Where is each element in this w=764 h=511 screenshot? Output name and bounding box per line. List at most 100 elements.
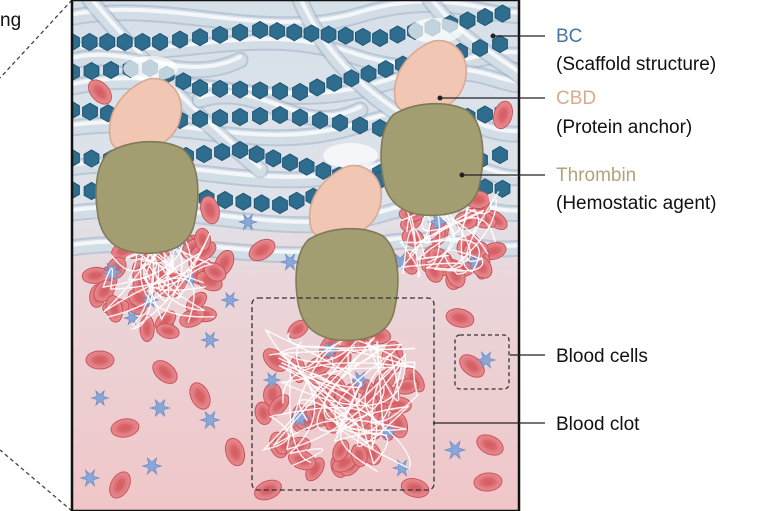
bc-hexagon — [288, 191, 305, 210]
red-blood-cell — [473, 472, 503, 492]
bc-hexagon — [292, 108, 308, 127]
bc-hexagon — [377, 60, 394, 79]
bc-hexagon — [212, 79, 228, 98]
red-blood-cell — [152, 360, 178, 384]
bc-hexagon — [72, 100, 80, 120]
bc-hexagon — [315, 161, 332, 180]
bc-hexagon — [292, 82, 308, 102]
bc-hexagon — [192, 78, 208, 98]
bc-hexagon — [72, 62, 80, 82]
platelet — [199, 410, 221, 430]
bc-hexagon — [212, 25, 228, 44]
platelet — [279, 253, 301, 271]
bc-hexagon — [72, 180, 80, 200]
fibrin-thread — [102, 232, 184, 302]
fibrin-thread — [279, 341, 406, 428]
red-blood-cell — [224, 437, 246, 467]
binding-glow — [408, 18, 463, 44]
platelet — [141, 456, 163, 476]
thrombin-role-label: (Hemostatic agent) — [556, 193, 717, 214]
leader-lines — [433, 35, 545, 424]
bc-hexagon — [459, 11, 476, 30]
blood-cells-box — [454, 334, 510, 390]
bc-hexagon — [492, 34, 508, 54]
bc-role-label: (Scaffold structure) — [556, 54, 716, 75]
bc-hexagon — [477, 105, 493, 124]
fibrin-thread — [290, 341, 411, 470]
cbd-thrombin-proteins — [95, 18, 484, 342]
bc-hexagon — [303, 24, 320, 43]
platelet — [443, 440, 467, 460]
platelet — [200, 331, 220, 349]
fibrin-thread — [406, 207, 485, 264]
fibrin-thread — [277, 345, 416, 467]
bc-hexagon — [282, 153, 298, 172]
bc-hexagon — [309, 78, 325, 97]
fibrin-thread — [402, 227, 484, 275]
bc-hexagon — [477, 7, 493, 27]
red-blood-cell — [268, 394, 290, 417]
red-blood-cell — [85, 350, 115, 370]
bc-hexagon — [103, 60, 119, 80]
bc-hexagon — [472, 38, 488, 58]
red-blood-cell — [81, 266, 109, 284]
bc-hexagon — [134, 32, 151, 52]
binding-glow — [323, 143, 378, 169]
red-blood-cell — [200, 195, 220, 225]
corner-label: ng — [0, 10, 21, 31]
bc-hexagon — [492, 145, 508, 165]
red-blood-cell — [476, 434, 504, 456]
bc-hexagon — [214, 142, 230, 162]
bc-hexagon — [352, 116, 368, 135]
fibrin-thread — [269, 336, 416, 432]
bc-hexagon — [494, 4, 511, 23]
thrombin-name-label: Thrombin — [556, 165, 636, 186]
bc-hexagon — [235, 192, 252, 211]
bc-hexagon — [172, 30, 188, 49]
bc-hexagon — [389, 25, 406, 44]
bc-hexagon — [175, 72, 192, 91]
bc-hexagon — [265, 149, 282, 168]
bc-hexagon — [99, 32, 116, 52]
bc-hexagon — [312, 111, 328, 130]
red-blood-cell — [109, 471, 131, 499]
bc-hexagon — [252, 81, 268, 100]
cbd-thrombin-complex — [380, 18, 484, 217]
bc-hexagon — [192, 28, 208, 47]
bc-hexagon — [252, 20, 268, 40]
blood-clot-label: Blood clot — [556, 414, 640, 435]
bc-hexagon — [83, 61, 100, 81]
bc-hexagon — [326, 73, 343, 92]
panel-frame — [70, 0, 521, 511]
thrombin-domain — [380, 102, 484, 217]
bc-hexagon — [272, 82, 288, 101]
bc-name-label: BC — [556, 26, 582, 47]
fibrin-thread — [261, 341, 378, 451]
bc-hexagon — [320, 25, 337, 44]
cbd-role-label: (Protein anchor) — [556, 117, 692, 138]
bc-hexagon — [196, 144, 212, 164]
bc-hexagon — [82, 102, 98, 121]
red-blood-cell — [110, 418, 140, 438]
bc-hexagon — [232, 140, 248, 160]
bc-hexagon — [253, 194, 270, 213]
red-blood-cell — [332, 439, 350, 462]
bc-hexagon — [355, 27, 371, 46]
bc-hexagon — [232, 80, 248, 99]
blood-clot-box — [251, 297, 435, 491]
blood-cells-label: Blood cells — [556, 346, 648, 367]
fibrin-thread — [310, 361, 419, 450]
red-blood-cell — [139, 315, 155, 342]
cbd-thrombin-complex — [95, 56, 199, 255]
bc-hexagon — [217, 190, 233, 210]
bc-hexagon — [337, 26, 354, 45]
platelet — [391, 459, 413, 477]
bc-hexagon — [343, 69, 360, 88]
platelets — [79, 212, 497, 488]
bc-hexagon — [72, 148, 80, 168]
bc-hexagon — [81, 32, 98, 52]
bc-hexagon — [116, 32, 133, 52]
cbd-thrombin-complex — [295, 143, 399, 342]
red-blood-cell — [194, 227, 211, 252]
